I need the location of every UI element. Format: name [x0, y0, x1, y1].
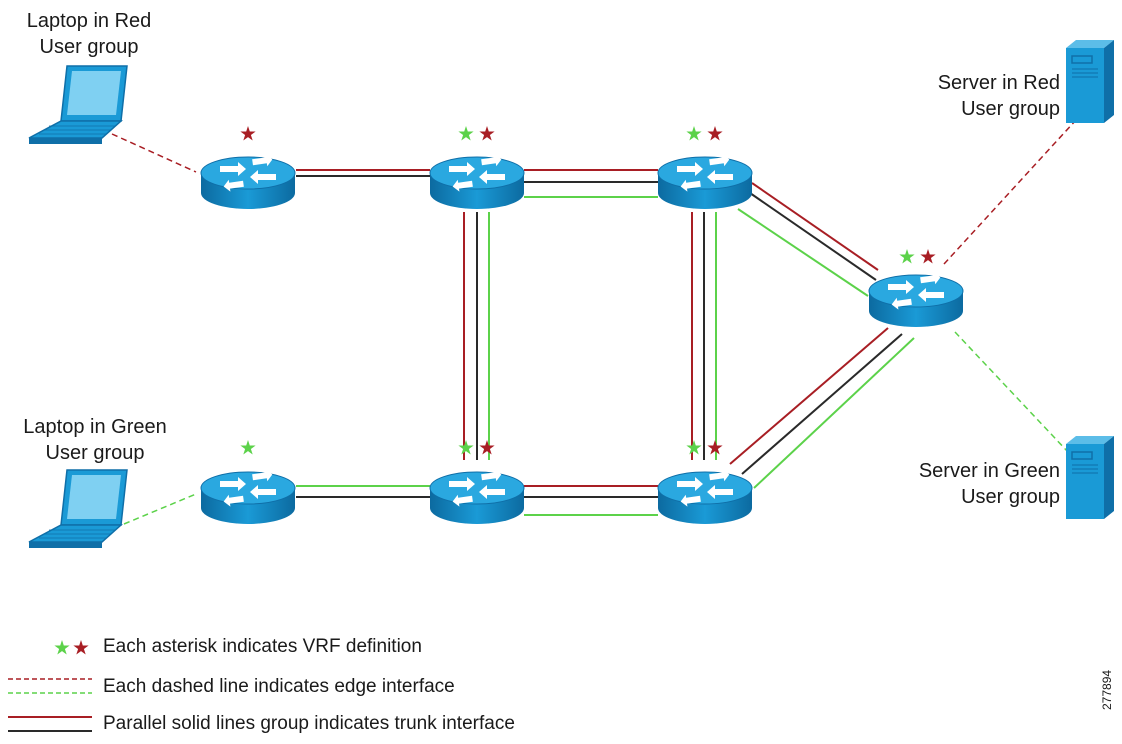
- laptop-green-label: Laptop in Green User group: [2, 414, 188, 466]
- legend-asterisk-green: [54, 640, 70, 655]
- legend-asterisk-red: [73, 640, 89, 655]
- label-line: User group: [961, 98, 1060, 120]
- edge-link-server-green: [954, 331, 1069, 453]
- server-red-label: Server in Red User group: [880, 70, 1060, 122]
- label-line: User group: [39, 36, 139, 58]
- vrf-asterisk-green: [686, 126, 702, 141]
- router-icon: [429, 153, 525, 210]
- trunk-r2-r5: [463, 212, 490, 460]
- server-icon: [1065, 435, 1115, 520]
- trunk-r4-r5: [296, 485, 430, 498]
- label-line: Server in Red: [937, 72, 1060, 94]
- trunk-r6-r7: [729, 327, 915, 489]
- vrf-asterisk-green: [458, 126, 474, 141]
- trunk-r1-r2: [296, 169, 430, 177]
- trunk-r5-r6: [524, 485, 658, 516]
- figure-id: 277894: [1100, 669, 1114, 710]
- label-line: User group: [961, 486, 1060, 508]
- laptop-icon: [28, 469, 128, 549]
- server-green-label: Server in Green User group: [860, 458, 1060, 510]
- vrf-asterisk-green: [899, 249, 915, 264]
- router-icon: [200, 468, 296, 525]
- label-line: Laptop in Green: [23, 416, 167, 438]
- legend-dashed-text: Each dashed line indicates edge interfac…: [103, 676, 455, 697]
- vrf-asterisk-red: [707, 126, 723, 141]
- vrf-asterisk-red: [479, 440, 495, 455]
- edge-link-laptop-green: [123, 493, 197, 525]
- vrf-asterisk-red: [920, 249, 936, 264]
- vrf-asterisk-red: [479, 126, 495, 141]
- trunk-r3-r6: [691, 212, 717, 460]
- vrf-asterisk-green: [240, 440, 256, 455]
- router-icon: [429, 468, 525, 525]
- label-line: User group: [45, 442, 145, 464]
- vrf-asterisk-green: [686, 440, 702, 455]
- legend-solid-text: Parallel solid lines group indicates tru…: [103, 713, 515, 734]
- vrf-asterisk-red: [240, 126, 256, 141]
- trunk-r3-r7: [737, 182, 879, 297]
- vrf-asterisk-green: [458, 440, 474, 455]
- label-line: Server in Green: [918, 460, 1060, 482]
- router-icon: [868, 271, 964, 328]
- label-line: Laptop in Red: [26, 10, 152, 32]
- trunk-r2-r3: [524, 169, 658, 198]
- router-icon: [657, 153, 753, 210]
- laptop-red-label: Laptop in Red User group: [4, 8, 174, 60]
- router-icon: [200, 153, 296, 210]
- server-icon: [1065, 39, 1115, 124]
- router-icon: [657, 468, 753, 525]
- legend-asterisk-text: Each asterisk indicates VRF definition: [103, 636, 422, 657]
- laptop-icon: [28, 65, 128, 145]
- edge-link-server-red: [943, 119, 1077, 265]
- edge-link-laptop-red: [111, 133, 197, 173]
